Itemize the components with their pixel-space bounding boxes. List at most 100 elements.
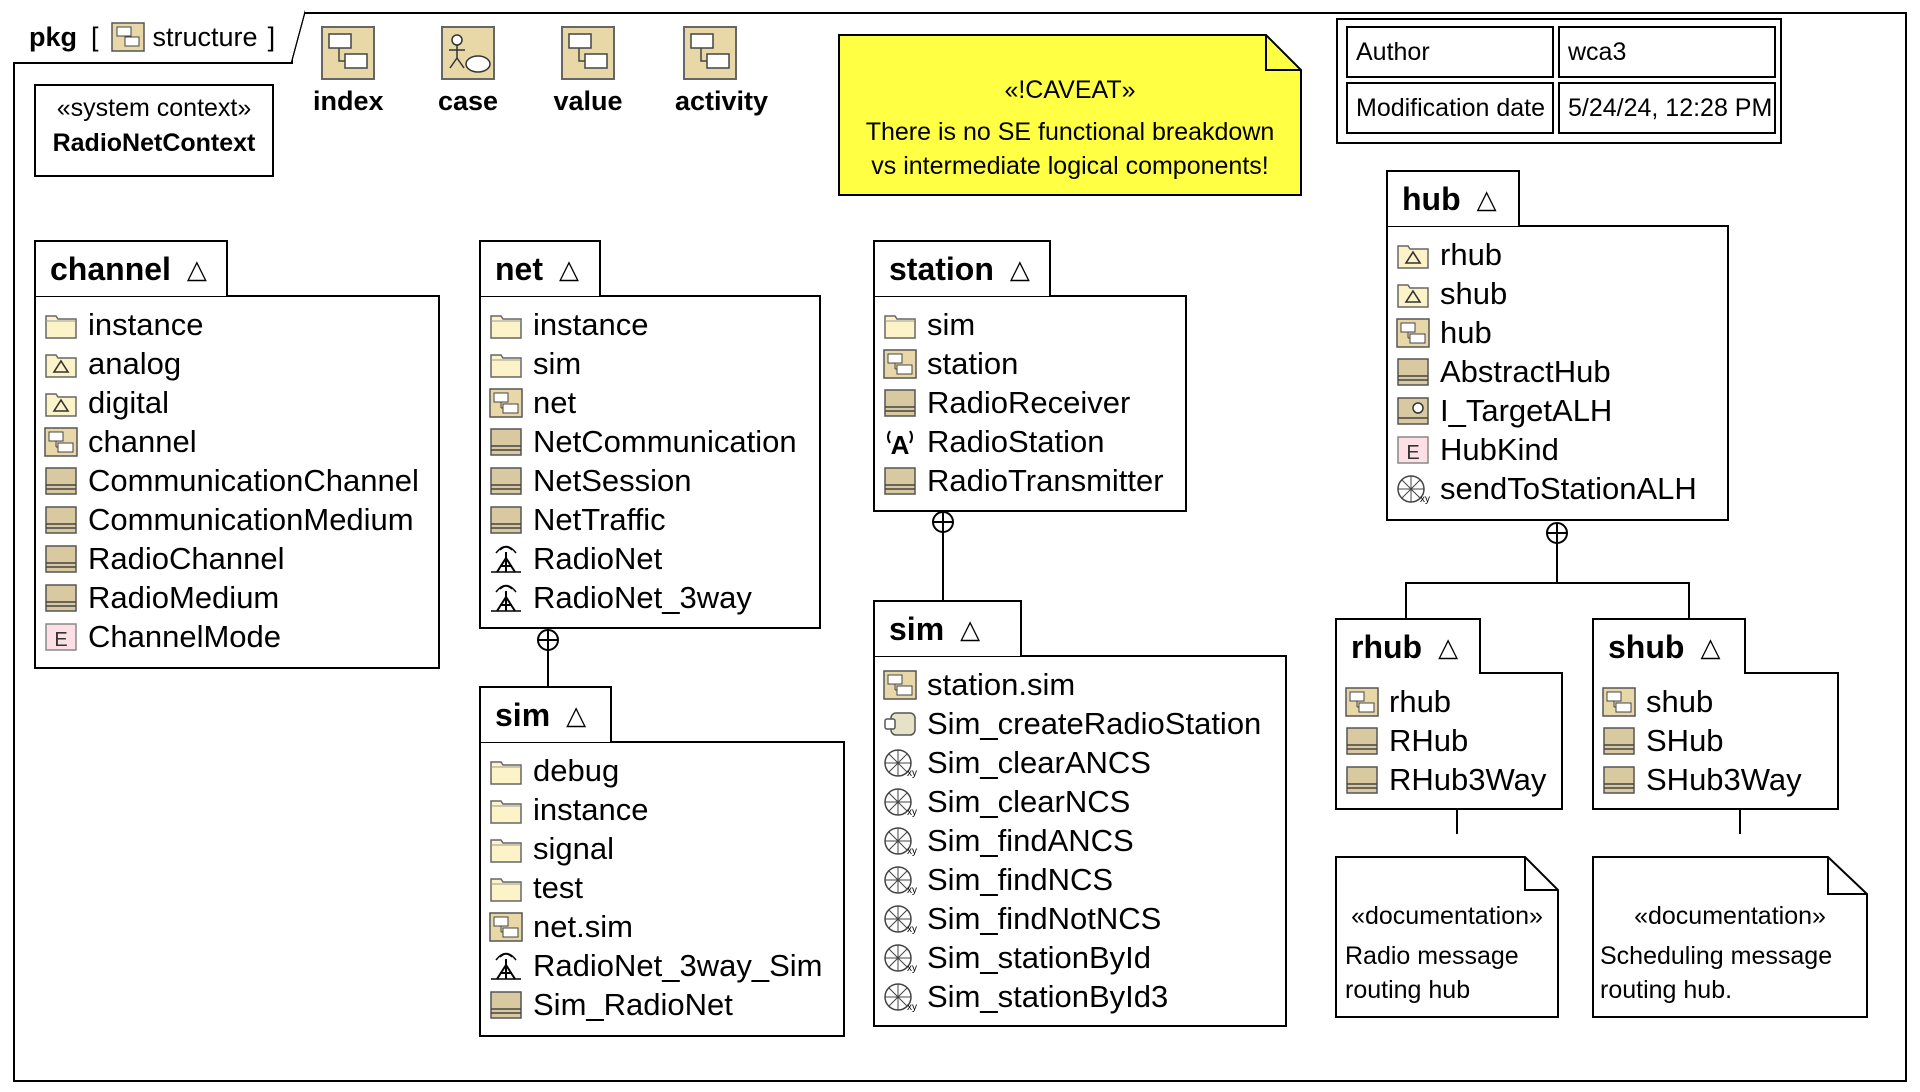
package-item[interactable]: Sim_createRadioStation (883, 704, 1285, 743)
shortcut-value[interactable]: value (553, 24, 623, 117)
shortcut-label: value (553, 86, 623, 116)
caveat-line-2: vs intermediate logical components! (871, 152, 1269, 180)
package-item-label: channel (88, 423, 197, 459)
diagram-frame (13, 12, 1907, 1082)
package-item[interactable]: CommunicationChannel (44, 461, 438, 500)
package-triangle-icon: △ (1438, 631, 1459, 662)
shortcut-case[interactable]: case (433, 24, 503, 117)
svg-text:E: E (54, 629, 67, 651)
package-name: rhub (1351, 628, 1423, 665)
package-item-label: instance (533, 791, 649, 827)
system-context-block[interactable]: «system context» RadioNetContext (34, 84, 274, 177)
package-name: net (495, 250, 543, 287)
package-item[interactable]: net.sim (489, 907, 843, 946)
block-icon (44, 583, 78, 613)
package-tab-station-sim[interactable]: sim△ (873, 600, 1022, 656)
package-item[interactable]: shub (1396, 274, 1727, 313)
hub-connector-trunk (1556, 540, 1558, 584)
package-item[interactable]: net (489, 383, 819, 422)
block-icon (883, 466, 917, 496)
package-tab-station[interactable]: station△ (873, 240, 1051, 296)
package-item[interactable]: hub (1396, 313, 1727, 352)
package-item[interactable]: channel (44, 422, 438, 461)
antenna-icon (489, 583, 523, 613)
package-item[interactable]: RHub (1345, 721, 1561, 760)
activity-icon (883, 709, 917, 739)
package-item[interactable]: instance (489, 790, 843, 829)
package-item[interactable]: RadioNet_3way (489, 578, 819, 617)
package-item[interactable]: I_TargetALH (1396, 391, 1727, 430)
package-item[interactable]: Sim_RadioNet (489, 985, 843, 1024)
package-item[interactable]: AbstractHub (1396, 352, 1727, 391)
package-item[interactable]: analog (44, 344, 438, 383)
package-tab-shub[interactable]: shub△ (1592, 618, 1746, 674)
package-item[interactable]: instance (44, 305, 438, 344)
package-item-label: instance (88, 306, 204, 342)
package-item[interactable]: station.sim (883, 665, 1285, 704)
package-item[interactable]: shub (1602, 682, 1837, 721)
package-item-label: SHub (1646, 722, 1724, 758)
package-item[interactable]: E HubKind (1396, 430, 1727, 469)
package-tab-net[interactable]: net△ (479, 240, 601, 296)
package-item-label: NetSession (533, 462, 692, 498)
subpackage-icon (1396, 240, 1430, 270)
net-sim-connector (547, 640, 549, 686)
folder-icon (44, 310, 78, 340)
package-item[interactable]: debug (489, 751, 843, 790)
package-item[interactable]: RHub3Way (1345, 760, 1561, 799)
package-item[interactable]: RadioTransmitter (883, 461, 1185, 500)
svg-text:E: E (1406, 442, 1419, 464)
package-item[interactable]: CommunicationMedium (44, 500, 438, 539)
block-icon (1602, 765, 1636, 795)
package-item[interactable]: sim (489, 344, 819, 383)
package-item[interactable]: SHub3Way (1602, 760, 1837, 799)
package-item[interactable]: sim (883, 305, 1185, 344)
package-item-label: Sim_RadioNet (533, 986, 733, 1022)
package-tab-channel[interactable]: channel△ (34, 240, 228, 296)
package-item[interactable]: NetCommunication (489, 422, 819, 461)
folder-icon (883, 310, 917, 340)
package-item[interactable]: RadioNet (489, 539, 819, 578)
package-item[interactable]: instance (489, 305, 819, 344)
caveat-note[interactable]: «!CAVEAT» There is no SE functional brea… (838, 34, 1302, 196)
shortcut-activity[interactable]: activity (675, 24, 768, 117)
package-item-label: RadioNet_3way_Sim (533, 947, 823, 983)
package-item[interactable]: RadioNet_3way_Sim (489, 946, 843, 985)
shub-documentation-note[interactable]: «documentation» Scheduling message routi… (1592, 856, 1868, 1018)
block-icon (1396, 357, 1430, 387)
package-item[interactable]: test (489, 868, 843, 907)
package-item[interactable]: rhub (1396, 235, 1727, 274)
package-item[interactable]: NetSession (489, 461, 819, 500)
package-item-label: station (927, 345, 1019, 381)
package-tab-rhub[interactable]: rhub △ (1335, 618, 1481, 674)
package-tab-net-sim[interactable]: sim△ (479, 686, 612, 742)
package-item[interactable]: NetTraffic (489, 500, 819, 539)
package-item[interactable]: rhub (1345, 682, 1561, 721)
shortcut-label: case (437, 86, 499, 116)
package-item[interactable]: digital (44, 383, 438, 422)
package-item[interactable]: station (883, 344, 1185, 383)
package-item[interactable]: RadioReceiver (883, 383, 1185, 422)
package-item[interactable]: signal (489, 829, 843, 868)
svg-text:xy: xy (907, 768, 917, 778)
package-item-label: HubKind (1440, 431, 1559, 467)
package-tab-hub[interactable]: hub△ (1386, 170, 1520, 226)
antenna-icon (489, 951, 523, 981)
package-item-label: RadioMedium (88, 579, 280, 615)
package-name: hub (1402, 180, 1461, 217)
package-item[interactable]: RadioMedium (44, 578, 438, 617)
package-item[interactable]: RadioChannel (44, 539, 438, 578)
rhub-documentation-note[interactable]: «documentation» Radio message routing hu… (1335, 856, 1559, 1018)
shortcut-index[interactable]: index (313, 24, 384, 117)
package-item[interactable]: SHub (1602, 721, 1837, 760)
